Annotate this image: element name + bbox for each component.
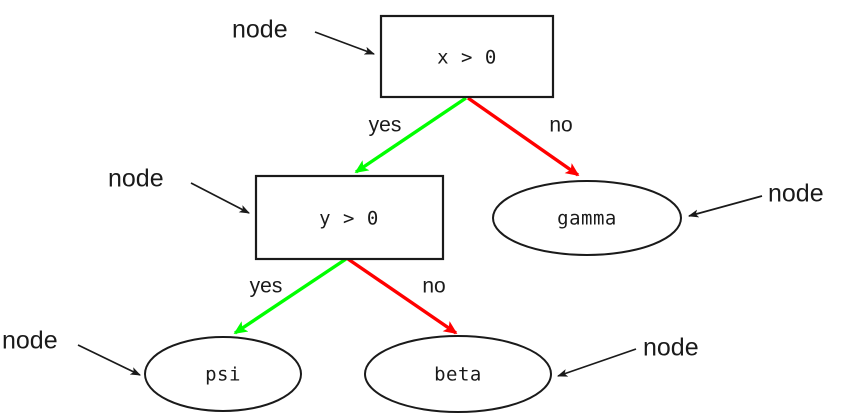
annotation-psi-arrow [77,344,141,376]
edge-line-root-no [467,96,580,177]
node-root-rect[interactable] [379,14,555,99]
annotation-root: node [232,16,375,55]
annotation-root-arrow [314,31,375,55]
annotation-psi-label: node [2,327,58,355]
annotation-inner-arrow [190,182,250,214]
edge-label-root-yes: yes [369,114,402,137]
annotation-gamma-arrow [687,195,763,218]
edge-line-inner-yes [233,257,347,335]
annotation-inner: node [108,165,250,214]
annotation-beta-arrow [557,348,637,377]
edge-label-root-no: no [549,114,572,137]
annotation-psi: node [2,327,141,376]
node-gamma-ellipse[interactable] [492,180,682,256]
node-beta[interactable]: beta [364,335,552,413]
node-beta-label: beta [434,364,482,386]
annotation-beta: node [557,334,699,377]
annotation-root-label: node [232,16,288,44]
edge-line-inner-no [347,257,458,335]
node-psi-label: psi [205,364,241,386]
node-root-label: x > 0 [437,47,497,69]
node-inner[interactable]: y > 0 [254,174,445,261]
annotation-inner-label: node [108,165,164,193]
edge-label-inner-no: no [422,275,445,298]
edge-root-yes-inner [354,96,467,174]
edge-inner-no-beta [347,257,458,335]
node-inner-label: y > 0 [319,208,379,230]
edge-inner-yes-psi [233,257,347,335]
node-beta-ellipse[interactable] [364,335,552,413]
node-inner-rect[interactable] [254,174,445,261]
annotation-gamma: node [687,180,824,218]
node-gamma[interactable]: gamma [492,180,682,256]
node-root[interactable]: x > 0 [379,14,555,99]
annotation-gamma-label: node [768,180,824,208]
node-gamma-label: gamma [557,208,617,230]
edge-root-no-gamma [467,96,580,177]
node-psi-ellipse[interactable] [144,336,302,412]
edge-line-root-yes [354,96,467,174]
annotation-beta-label: node [643,334,699,362]
node-psi[interactable]: psi [144,336,302,412]
edge-label-inner-yes: yes [250,275,283,298]
